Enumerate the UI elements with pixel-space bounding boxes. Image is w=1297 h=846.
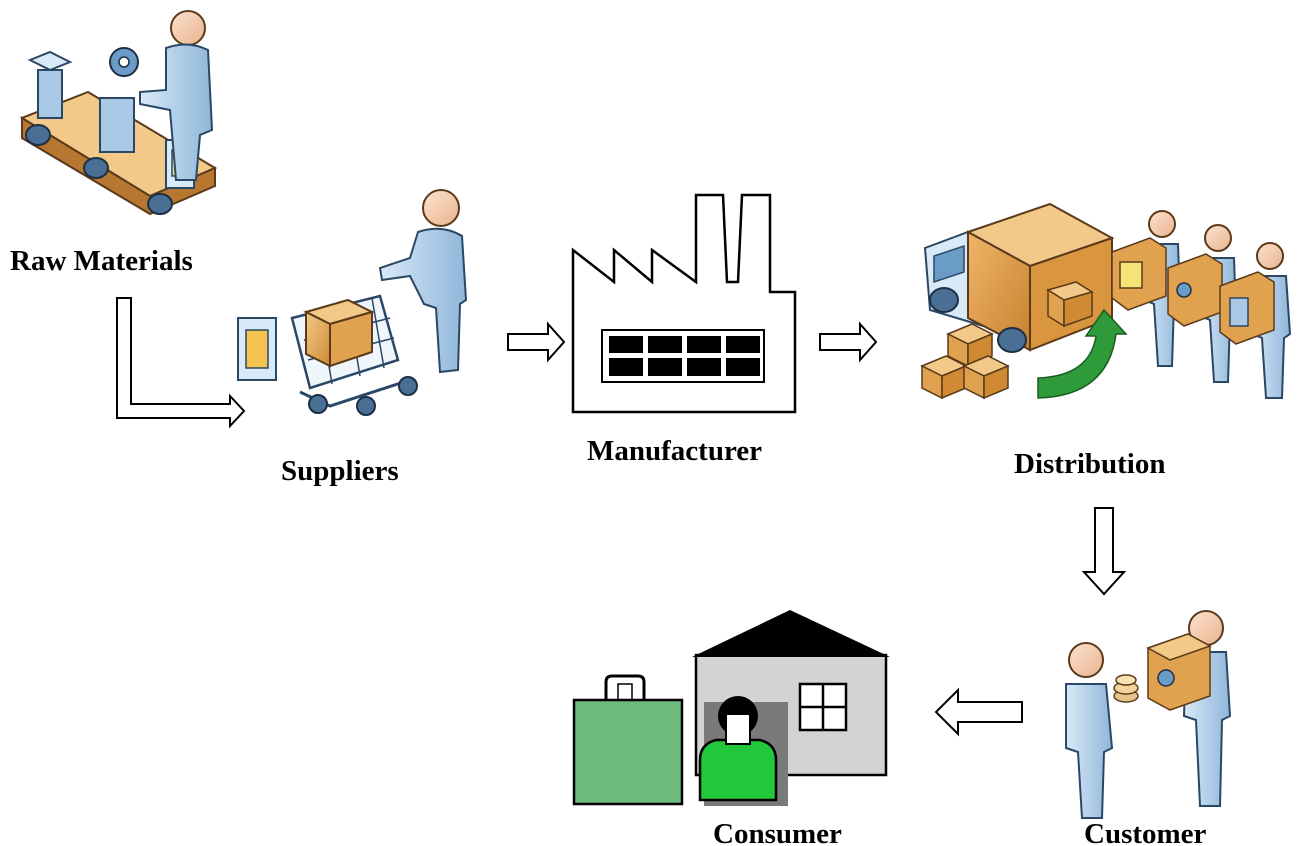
consumer-label: Consumer [713,818,842,846]
customer-icon [1065,610,1232,819]
flow-arrow-manufacturer-to-distribution [819,321,878,363]
suppliers-icon [237,189,468,416]
flow-arrow-distribution-to-customer [1081,507,1127,596]
manufacturer-label: Manufacturer [587,435,762,467]
consumer-icon [572,610,890,806]
distribution-worker-3 [1219,242,1292,399]
suppliers-label: Suppliers [281,455,399,487]
flow-arrow-raw-to-suppliers [116,297,246,429]
flow-arrow-suppliers-to-manufacturer [507,321,566,363]
manufacturer-icon [571,193,797,414]
raw-materials-label: Raw Materials [10,245,193,277]
raw-materials-icon [19,10,218,216]
distribution-icon [920,202,1292,400]
distribution-label: Distribution [1014,448,1165,480]
flow-arrow-customer-to-consumer [934,687,1023,737]
factory-windows [609,336,760,376]
customer-label: Customer [1084,818,1207,846]
distribution-worker-1 [1111,210,1182,367]
